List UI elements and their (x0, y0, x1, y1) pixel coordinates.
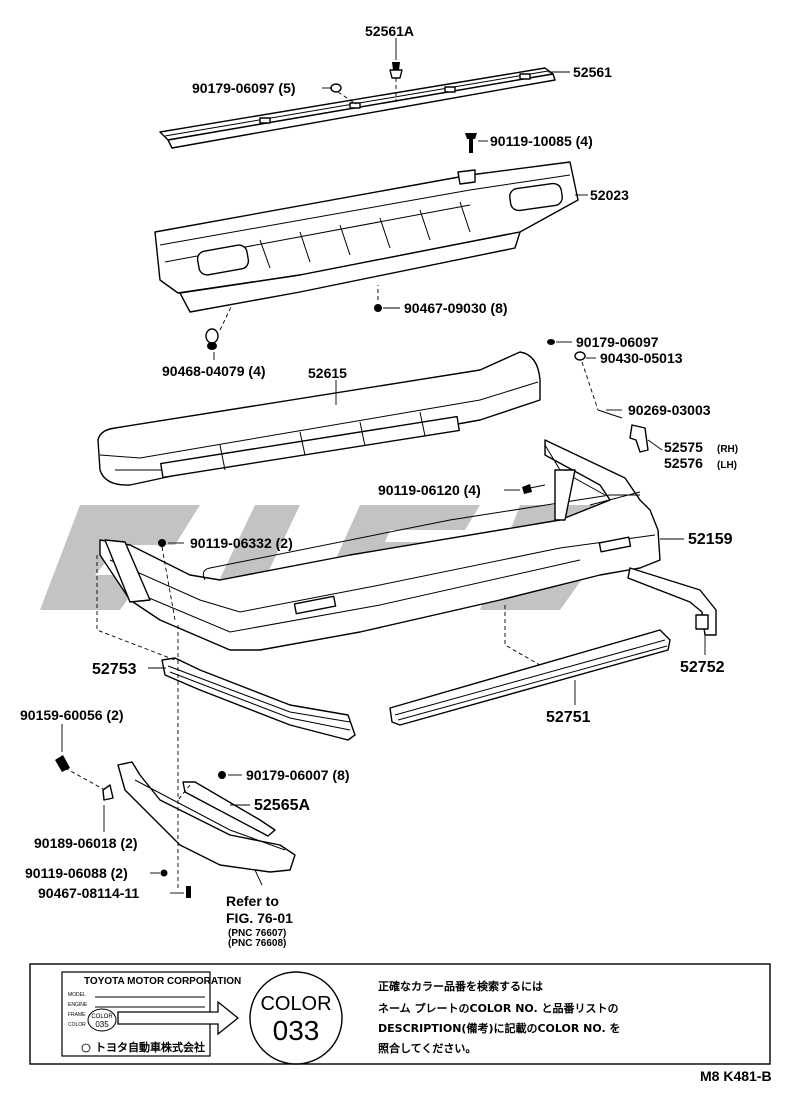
part-52753-lower-strip (161, 657, 356, 741)
part-52023-reinforcement (154, 161, 579, 313)
color-circle (249, 971, 343, 1065)
leader-dash-52751 (504, 605, 541, 666)
label-52561: 52561 (573, 64, 612, 80)
part-52752-bracket (627, 567, 717, 636)
bolt-90269-03003 (581, 361, 623, 419)
washer-90430-05013 (574, 351, 586, 361)
clip-90179-06007 (218, 771, 226, 779)
label-52751: 52751 (546, 709, 591, 726)
plate-color-code: 035 (95, 1020, 109, 1029)
label-52023: 52023 (590, 187, 629, 203)
refer-text-2: FIG. 76-01 (226, 910, 293, 926)
plate-header: TOYOTA MOTOR CORPORATION (84, 976, 241, 987)
nut-90189-06018 (102, 784, 114, 801)
label-90269-03003: 90269-03003 (628, 402, 711, 418)
color-word: COLOR (260, 993, 331, 1015)
part-mud-guard (117, 761, 296, 873)
bolt-90119-06120 (522, 484, 546, 494)
label-52561a: 52561A (365, 23, 414, 39)
plate-footer: トヨタ自動車株式会社 (95, 1040, 205, 1054)
label-90179-06097: 90179-06097 (576, 334, 659, 350)
label-52159: 52159 (688, 531, 733, 548)
label-52565a: 52565A (254, 797, 310, 814)
label-90119-06120: 90119-06120 (4) (378, 482, 481, 498)
plate-field-2: ENGINE (68, 1002, 88, 1008)
bolt-90119-10085 (465, 133, 477, 153)
part-52751-lower-strip (389, 629, 671, 726)
label-52575: 52575 (664, 439, 703, 455)
label-90159-60056: 90159-60056 (2) (20, 707, 124, 723)
bolt-90119-06088 (160, 869, 168, 877)
label-90467-09030: 90467-09030 (8) (404, 300, 508, 316)
bolt-90119-06332 (158, 539, 176, 621)
label-52576: 52576 (664, 455, 703, 471)
leader-dash-bracket (177, 784, 191, 801)
color-note-box: TOYOTA MOTOR CORPORATION MODEL ENGINE FR… (29, 963, 771, 1065)
refer-text-4: (PNC 76608) (228, 938, 286, 949)
arrow-icon (117, 1000, 240, 1036)
plate-color-word: COLOR (91, 1014, 113, 1020)
plate-field-4: COLOR (68, 1022, 86, 1028)
bolt-90467-08114 (186, 886, 191, 898)
leader-lines (61, 38, 706, 894)
label-90430-05013: 90430-05013 (600, 350, 683, 366)
label-52615: 52615 (308, 365, 347, 381)
figure-code: M8 K481-B (700, 1068, 772, 1084)
leader-dash-left (96, 555, 176, 661)
part-52561-strip (159, 67, 556, 149)
nut-90468-04079 (205, 304, 233, 350)
label-90467-08114: 90467-08114-11 (38, 885, 139, 901)
clip-52561a (389, 62, 403, 102)
note-line-3: DESCRIPTION(備考)に記載のCOLOR NO. を (378, 1021, 621, 1035)
label-52753: 52753 (92, 661, 137, 678)
label-52576-side: (LH) (717, 460, 737, 471)
label-90119-06332: 90119-06332 (2) (190, 535, 293, 551)
label-52575-side: (RH) (717, 444, 738, 455)
leader-dash-screw (64, 767, 106, 791)
part-52565a-bracket (182, 781, 276, 837)
plate-field-3: FRAME (68, 1012, 86, 1018)
label-90119-06088: 90119-06088 (2) (25, 865, 128, 881)
label-90189-06018: 90189-06018 (2) (34, 835, 138, 851)
label-52752: 52752 (680, 659, 725, 676)
plate-field-1: MODEL (68, 992, 86, 998)
label-90179-06097-5: 90179-06097 (5) (192, 80, 296, 96)
color-code: 033 (273, 1015, 320, 1046)
label-90119-10085: 90119-10085 (4) (490, 133, 593, 149)
note-line-1: 正確なカラー品番を検索するには (378, 979, 543, 993)
nut-90179-06097 (547, 339, 555, 345)
label-90468-04079: 90468-04079 (4) (162, 363, 266, 379)
nut-90467-09030 (374, 285, 382, 312)
bracket-52575-52576 (629, 424, 649, 453)
note-line-4: 照合してください。 (378, 1041, 476, 1055)
part-52615-pad (97, 351, 541, 486)
refer-text-3: (PNC 76607) (228, 928, 286, 939)
screw-90159-60056 (55, 755, 70, 772)
note-line-2: ネーム プレートのCOLOR NO. と品番リストの (378, 1001, 619, 1015)
label-90179-06007: 90179-06007 (8) (246, 767, 350, 783)
refer-text-1: Refer to (226, 893, 279, 909)
part-52159-bumper-cover (99, 439, 661, 651)
